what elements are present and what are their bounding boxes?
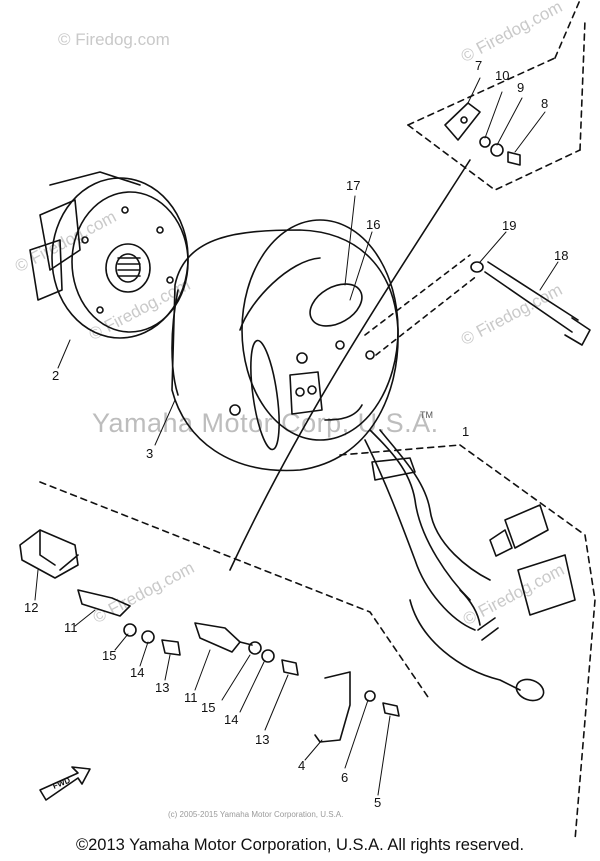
callout-3: 3: [146, 446, 154, 461]
dashed-guide: [579, 19, 586, 151]
callout-9: 9: [517, 80, 525, 95]
callout-14: 14: [130, 665, 145, 680]
callout-17: 17: [346, 178, 361, 193]
fwd-arrow: [39, 766, 91, 801]
callout-13: 13: [255, 732, 270, 747]
callout-5: 5: [374, 795, 382, 810]
footer-copyright: ©2013 Yamaha Motor Corporation, U.S.A. A…: [75, 836, 525, 854]
callout-8: 8: [541, 96, 549, 111]
dashed-guide: [554, 0, 581, 59]
callout-6: 6: [341, 770, 349, 785]
leader-line: [229, 159, 471, 571]
dashed-guide: [459, 444, 596, 841]
callout-1: 1: [462, 424, 470, 439]
dashed-guide: [364, 254, 471, 336]
watermark-firedog: © Firedog.com: [58, 30, 170, 49]
callout-19: 19: [502, 218, 517, 233]
callout-10: 10: [495, 68, 510, 83]
dashed-guide: [39, 481, 431, 701]
wiring-harness: [364, 429, 576, 702]
dashed-guide: [339, 444, 461, 456]
callout-15: 15: [201, 700, 216, 715]
callout-15: 15: [102, 648, 117, 663]
callout-2: 2: [52, 368, 60, 383]
callout-13: 13: [155, 680, 170, 695]
flywheel-magneto: [29, 171, 189, 339]
callout-leaders: [34, 77, 559, 796]
callout-16: 16: [366, 217, 381, 232]
callout-14: 14: [224, 712, 239, 727]
callout-7: 7: [475, 58, 483, 73]
stator-bolt: [470, 261, 591, 346]
small-copyright: (c) 2005-2015 Yamaha Motor Corporation, …: [168, 810, 344, 819]
callout-11: 11: [184, 690, 198, 705]
cable-clamp-group: [444, 102, 521, 166]
callout-12: 12: [24, 600, 39, 615]
dashed-guide: [375, 274, 479, 356]
callout-4: 4: [298, 758, 306, 773]
dashed-guide: [407, 124, 581, 191]
tm-mark: TM: [420, 410, 433, 420]
brush-holder: [19, 529, 400, 743]
callout-18: 18: [554, 248, 569, 263]
callout-11: 11: [64, 620, 78, 635]
dashed-guide: [407, 57, 556, 126]
stator-assembly: [171, 219, 399, 472]
